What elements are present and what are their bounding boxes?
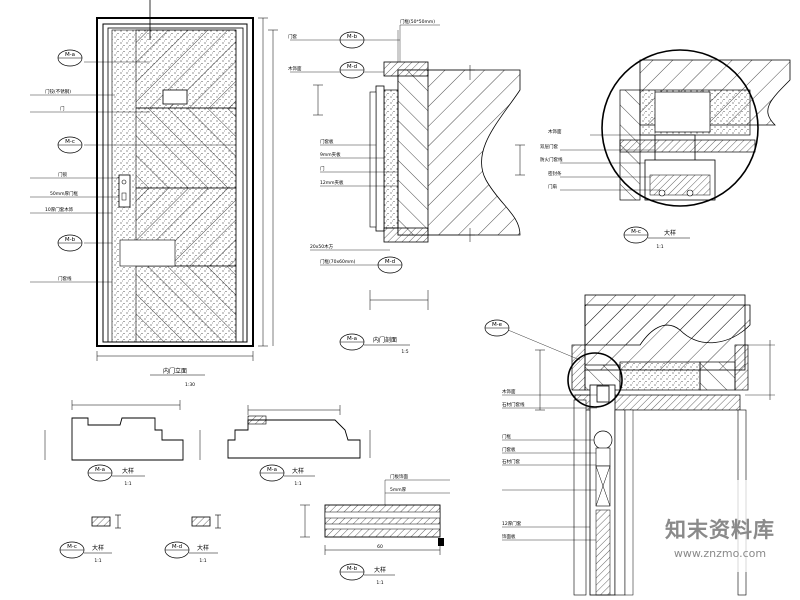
callout-text: M-a — [267, 467, 277, 473]
note-casing: 10厚门套木饰 — [45, 206, 74, 213]
panel-detail: 门板饰面 5mm厚 60 M-b 大样 1:1 — [300, 473, 450, 586]
profile-detail-4: M-d 大样 1:1 — [164, 514, 221, 564]
note-section-plywood9: 9mm夹板 — [320, 151, 341, 158]
door-elevation-title: 内门立面 1:30 — [150, 367, 205, 388]
scale-text: 1:1 — [94, 558, 101, 564]
callout-text: M-d — [385, 259, 395, 265]
door-section-title: M-a 内门剖面 1:5 — [339, 333, 410, 355]
note-br-frame: 门框 — [502, 433, 511, 440]
door-elevation — [30, 0, 278, 361]
note-hinge: 门铰(不锈钢) — [45, 88, 71, 95]
callout-text: M-a — [65, 52, 75, 58]
callout-text: M-d — [347, 64, 357, 70]
detail-top-right-notes: 木饰面 双层门套 防火门套线 密封条 门扇 — [540, 128, 563, 190]
note-panel-thick: 5mm厚 — [390, 487, 407, 493]
note-lock: 门锁 — [58, 171, 67, 178]
callout-text: M-b — [347, 34, 358, 40]
callout-door-mc: M-c — [57, 136, 83, 154]
note-door: 门 — [60, 105, 65, 112]
note-br-stonetrim: 石材门套线 — [502, 401, 525, 408]
scale-text: 1:1 — [199, 558, 206, 564]
note-trim: 门套线 — [58, 275, 72, 282]
scale-text: 1:5 — [401, 349, 408, 355]
note-br-stone: 石材门套 — [502, 458, 520, 465]
detail-bottom-right — [502, 294, 775, 596]
note-br-casing12: 12厚门套 — [502, 520, 522, 527]
callout-text: M-a — [347, 336, 357, 342]
title-text: 大样 — [197, 544, 209, 552]
note-br-veneer: 木饰面 — [502, 388, 516, 395]
detail-bottom-right-notes: 木饰面 石材门套线 门框 门套板 石材门套 12厚门套 饰面板 — [502, 388, 525, 540]
dim-panel: 60 — [377, 544, 383, 550]
title-text: 大样 — [122, 467, 134, 475]
watermark-url: www.znzmo.com — [674, 547, 766, 560]
note-section-frame2: 门框(70x60mm) — [320, 258, 356, 265]
note-section-door: 门 — [320, 165, 325, 172]
note-tr-trim: 防火门套线 — [540, 156, 563, 163]
title-text: 内门立面 — [163, 367, 187, 375]
scale-text: 1:30 — [185, 382, 195, 388]
callout-section-md2: M-d — [377, 256, 403, 274]
note-section-veneer: 木饰面 — [288, 65, 302, 72]
note-section-plywood12: 12mm夹板 — [320, 179, 344, 186]
callout-section-mb: M-b — [339, 31, 365, 49]
note-section-batten: 20x50木方 — [310, 243, 334, 250]
callout-text: M-c — [65, 139, 75, 145]
callout-door-ma: M-a — [57, 49, 83, 67]
title-text: 内门剖面 — [373, 336, 397, 344]
scale-text: 1:1 — [294, 481, 301, 487]
scale-text: 1:1 — [376, 580, 383, 586]
door-section-notes: 门框(50*50mm) 门套 木饰面 门套板 9mm夹板 门 12mm夹板 20… — [288, 18, 435, 265]
note-panel-finish: 门板饰面 — [390, 473, 408, 480]
note-section-frame: 门框(50*50mm) — [400, 18, 435, 25]
note-tr-seal: 密封条 — [548, 170, 562, 177]
callout-text: M-a — [95, 467, 105, 473]
callout-text: M-c — [631, 229, 641, 235]
callout-text: M-d — [172, 544, 182, 550]
detail-top-right — [515, 49, 791, 207]
note-br-panel: 饰面板 — [502, 533, 516, 540]
title-text: 大样 — [374, 566, 386, 574]
callout-text: M-b — [65, 237, 76, 243]
profile-detail-3: M-c 大样 1:1 — [59, 514, 121, 564]
callout-bottom-right-me: M-e — [484, 319, 510, 337]
title-text: 大样 — [92, 544, 104, 552]
profile-detail-1: M-a 大样 1:1 — [44, 400, 201, 487]
door-section — [290, 24, 521, 310]
title-text: 大样 — [292, 467, 304, 475]
scale-text: 1:1 — [124, 481, 131, 487]
callout-section-md: M-d — [339, 61, 365, 79]
callout-door-mb1: M-b — [57, 234, 83, 252]
callout-text: M-b — [347, 566, 358, 572]
note-section-casing: 门套 — [288, 33, 297, 40]
watermark: 知末资料库 www.znzmo.com — [640, 480, 800, 572]
note-br-board: 门套板 — [502, 446, 516, 453]
door-elevation-notes: 门铰(不锈钢) 门 门锁 50mm厚门框 10厚门套木饰 门套线 — [45, 88, 78, 282]
note-tr-leaf: 门扇 — [548, 183, 557, 190]
note-frame: 50mm厚门框 — [50, 190, 78, 197]
note-tr-casing: 双层门套 — [540, 143, 558, 150]
callout-text: M-c — [67, 544, 77, 550]
note-tr-veneer: 木饰面 — [548, 128, 562, 135]
note-section-board: 门套板 — [320, 138, 334, 145]
title-text: 大样 — [664, 229, 676, 237]
watermark-brand: 知末资料库 — [665, 518, 775, 542]
detail-top-right-title: M-c 大样 1:1 — [623, 226, 690, 250]
profile-detail-2: M-a 大样 1:1 — [227, 405, 371, 487]
scale-text: 1:1 — [656, 244, 663, 250]
callout-text: M-e — [492, 322, 503, 328]
